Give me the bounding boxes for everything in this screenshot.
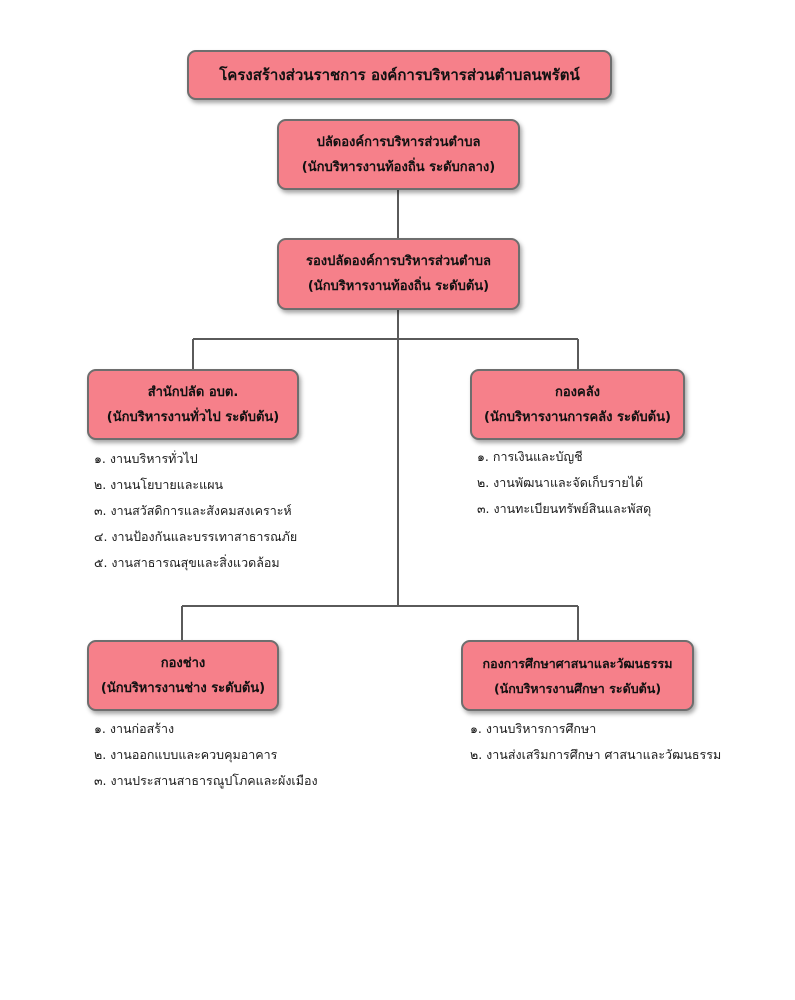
list-item: ๑. งานก่อสร้าง [94,721,175,736]
chief-administrator-title: ปลัดองค์การบริหารส่วนตำบล [316,134,481,150]
finance-level: (นักบริหารงานการคลัง ระดับต้น) [484,409,671,425]
list-item: ๒. งานออกแบบและควบคุมอาคาร [94,747,278,762]
list-item: ๔. งานป้องกันและบรรเทาสาธารณภัย [94,529,298,544]
education-division-box: กองการศึกษาศาสนาและวัฒนธรรม (นักบริหารงา… [461,640,694,711]
list-item: ๒. งานนโยบายและแผน [94,477,224,492]
chart-title-box: โครงสร้างส่วนราชการ องค์การบริหารส่วนตำบ… [187,50,612,100]
list-item: ๕. งานสาธารณสุขและสิ่งแวดล้อม [94,555,280,570]
list-item: ๑. งานบริหารทั่วไป [94,451,198,466]
list-item: ๓. งานทะเบียนทรัพย์สินและพัสดุ [477,501,652,516]
chief-administrator-level: (นักบริหารงานท้องถิ่น ระดับกลาง) [301,159,496,175]
deputy-administrator-level: (นักบริหารงานท้องถิ่น ระดับต้น) [307,279,490,294]
chart-title: โครงสร้างส่วนราชการ องค์การบริหารส่วนตำบ… [219,65,580,84]
list-item: ๑. การเงินและบัญชี [477,449,583,464]
list-item: ๒. งานพัฒนาและจัดเก็บรายได้ [477,475,644,490]
office-title: สำนักปลัด อบต. [147,384,239,400]
list-item: ๓. งานประสานสาธารณูปโภคและผังเมือง [94,773,318,788]
education-title: กองการศึกษาศาสนาและวัฒนธรรม [482,655,673,671]
finance-title: กองคลัง [554,384,601,400]
deputy-administrator-title: รองปลัดองค์การบริหารส่วนตำบล [306,254,491,269]
list-item: ๓. งานสวัสดิการและสังคมสงเคราะห์ [94,503,292,518]
works-level: (นักบริหารงานช่าง ระดับต้น) [100,680,266,696]
works-title: กองช่าง [160,655,206,671]
education-task-list: ๑. งานบริหารการศึกษา ๒. งานส่งเสริมการศึ… [470,716,721,768]
office-of-permanent-secretary-box: สำนักปลัด อบต. (นักบริหารงานทั่วไป ระดับ… [87,369,299,440]
deputy-administrator-box: รองปลัดองค์การบริหารส่วนตำบล (นักบริหารง… [277,238,520,310]
chief-administrator-box: ปลัดองค์การบริหารส่วนตำบล (นักบริหารงานท… [277,119,520,190]
finance-division-box: กองคลัง (นักบริหารงานการคลัง ระดับต้น) [470,369,685,440]
finance-task-list: ๑. การเงินและบัญชี ๒. งานพัฒนาและจัดเก็บ… [477,444,651,522]
list-item: ๑. งานบริหารการศึกษา [470,721,597,736]
list-item: ๒. งานส่งเสริมการศึกษา ศาสนาและวัฒนธรรม [470,747,722,762]
works-task-list: ๑. งานก่อสร้าง ๒. งานออกแบบและควบคุมอาคา… [94,716,318,794]
public-works-division-box: กองช่าง (นักบริหารงานช่าง ระดับต้น) [87,640,279,711]
office-task-list: ๑. งานบริหารทั่วไป ๒. งานนโยบายและแผน ๓.… [94,446,297,576]
education-level: (นักบริหารงานศึกษา ระดับต้น) [493,680,662,696]
office-level: (นักบริหารงานทั่วไป ระดับต้น) [106,409,280,425]
